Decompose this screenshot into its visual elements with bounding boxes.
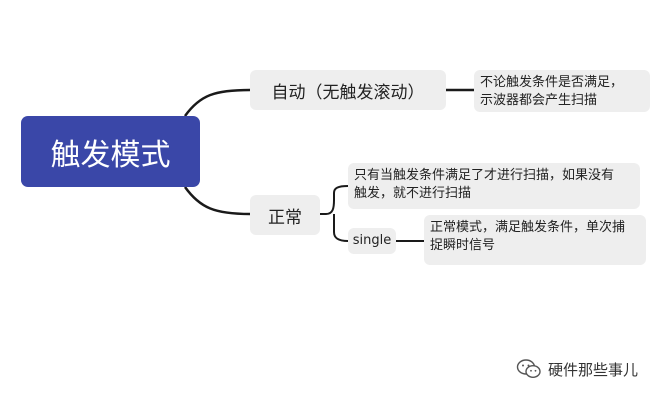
link-normal-bracket — [320, 185, 349, 242]
watermark-text: 硬件那些事儿 — [548, 360, 639, 379]
node-normal: 正常 — [250, 195, 320, 235]
link-root-auto — [183, 88, 251, 117]
node-normal-desc: 只有当触发条件满足了才进行扫描，如果没有 触发，就不进行扫描 — [348, 163, 640, 209]
node-auto-desc-line-1: 不论触发条件是否满足， — [480, 75, 624, 90]
node-auto-desc: 不论触发条件是否满足， 示波器都会产生扫描 — [474, 70, 650, 112]
node-single-desc-line-2: 捉瞬时信号 — [430, 238, 496, 253]
node-single-desc: 正常模式，满足触发条件，单次捕 捉瞬时信号 — [424, 215, 646, 265]
wechat-icon — [516, 359, 541, 379]
node-auto: 自动（无触发滚动） — [250, 70, 446, 110]
link-root-normal — [183, 186, 251, 216]
node-single: single — [348, 228, 396, 254]
watermark: 硬件那些事儿 — [516, 356, 638, 382]
node-auto-desc-line-2: 示波器都会产生扫描 — [480, 93, 598, 108]
node-single-desc-line-1: 正常模式，满足触发条件，单次捕 — [430, 220, 626, 235]
node-normal-desc-line-1: 只有当触发条件满足了才进行扫描，如果没有 — [354, 168, 615, 183]
node-normal-desc-line-2: 触发，就不进行扫描 — [354, 186, 472, 201]
root-node-trigger-mode: 触发模式 — [21, 116, 200, 187]
